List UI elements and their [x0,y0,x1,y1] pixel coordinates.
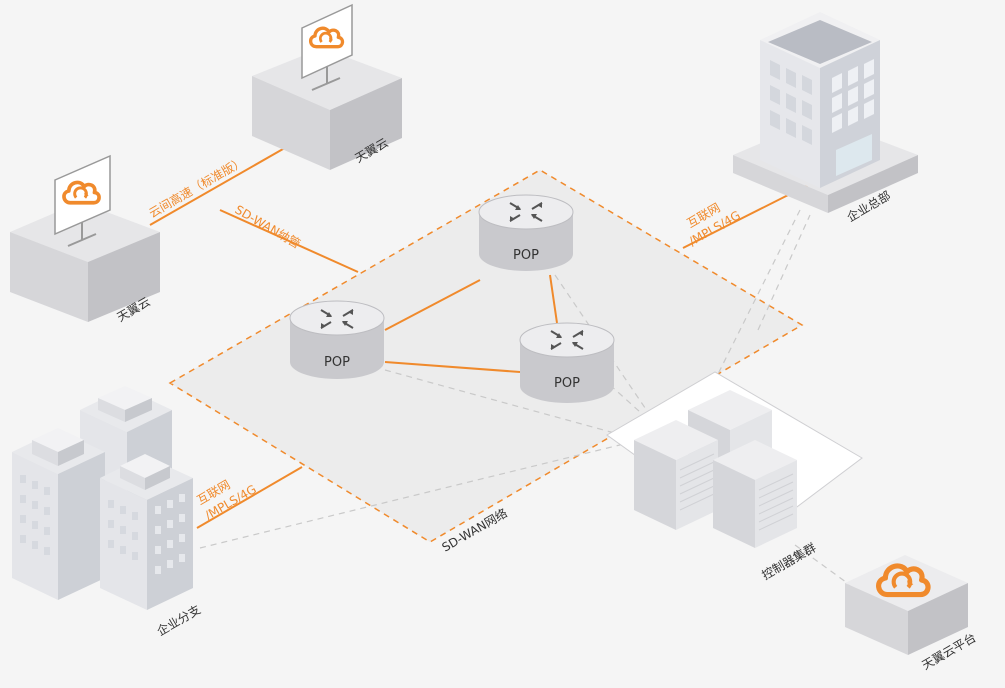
hq-building: 企业总部 [733,12,918,225]
pop-router-1: POP [289,300,385,379]
cloud-platform-node: 天翼云平台 [845,555,978,673]
cloud-node-top: 天翼云 [252,3,402,170]
sdwan-region [168,169,804,543]
orange-links [149,144,809,529]
pop-router-3: POP [519,322,615,403]
server-icon [634,420,718,530]
server-icon [713,440,797,548]
branch-label: 企业分支 [154,602,203,639]
pop-label: POP [554,376,580,391]
monitor [301,3,353,91]
monitor [54,154,111,247]
cloud-node-left: 天翼云 [10,154,160,325]
link-sdwan-bind-label: SD-WAN纳管 [233,202,304,252]
link-cloud-speed-label: 云间高速（标准版） [146,154,247,221]
pop-label: POP [324,355,350,370]
pop-router-2: POP [478,194,574,271]
branch-buildings: 企业分支 [12,386,203,639]
pop-label: POP [513,248,539,263]
controller-label: 控制器集群 [759,540,818,583]
